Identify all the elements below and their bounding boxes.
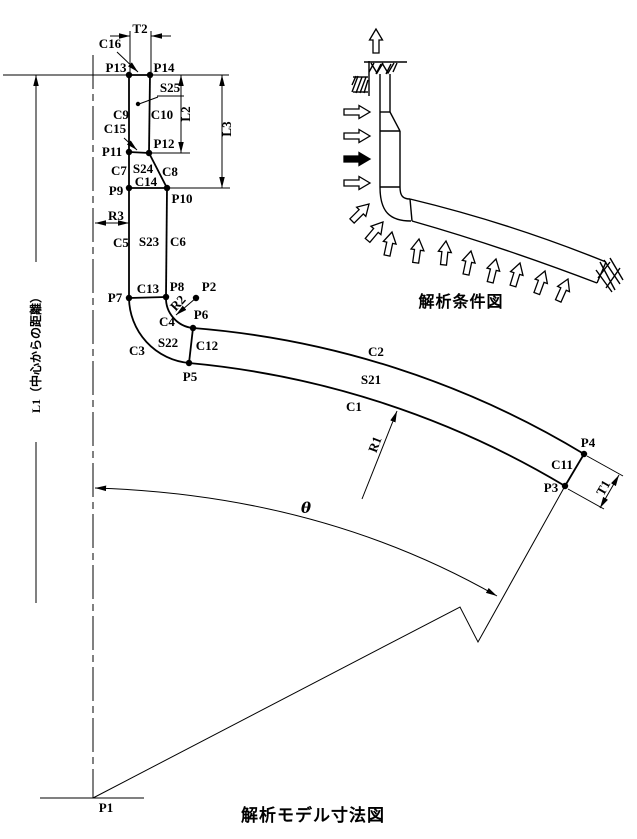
load-arrow-diag-1 bbox=[346, 198, 375, 227]
segment-label-s22: S22 bbox=[158, 335, 178, 350]
dimension-lines bbox=[3, 31, 624, 799]
run-upper-c2 bbox=[192, 327, 585, 455]
point-label-p13: P13 bbox=[106, 60, 127, 75]
point-marker-p7 bbox=[125, 294, 133, 302]
pipe-edge-c8 bbox=[148, 152, 168, 189]
pipe-cross-c15 bbox=[128, 151, 150, 154]
bend-inner-c4 bbox=[165, 296, 194, 329]
pipe-cross-c13 bbox=[128, 296, 167, 299]
pipe-cross-c12 bbox=[188, 327, 194, 364]
dim-label-t1: T1 bbox=[593, 477, 614, 498]
load-arrow-up-1 bbox=[380, 229, 400, 258]
curve-label-c5: C5 bbox=[113, 235, 129, 250]
point-label-p8: P8 bbox=[170, 279, 185, 294]
segment-label-s24: S24 bbox=[133, 161, 154, 176]
load-arrow-up-7 bbox=[530, 268, 552, 297]
point-label-p1: P1 bbox=[99, 800, 113, 815]
load-arrow-up-top bbox=[368, 28, 384, 54]
curve-label-c3: C3 bbox=[129, 343, 145, 358]
pipe-cross-c11 bbox=[564, 453, 585, 487]
dim-label-r3: R3 bbox=[108, 208, 124, 223]
curve-label-c12: C12 bbox=[196, 338, 218, 353]
run-lower-c1 bbox=[188, 362, 566, 487]
dim-label-l3: L3 bbox=[219, 121, 234, 137]
condition-diagram-caption: 解析条件図 bbox=[418, 292, 503, 311]
load-arrow-right-3 bbox=[343, 175, 371, 191]
load-arrow-right-1 bbox=[343, 104, 371, 120]
radius-line-p1-p3 bbox=[92, 485, 566, 799]
dim-label-theta: θ bbox=[301, 499, 311, 517]
point-label-p7: P7 bbox=[108, 290, 123, 305]
curve-label-c16: C16 bbox=[99, 36, 122, 51]
dim-line-r1 bbox=[361, 410, 398, 500]
top-anchor-hatch bbox=[368, 62, 398, 75]
l1-label-mask bbox=[28, 262, 45, 442]
load-arrow-right-filled bbox=[343, 151, 371, 167]
curve-label-c4: C4 bbox=[159, 314, 175, 329]
dim-label-t2: T2 bbox=[132, 21, 147, 36]
dim-line-r2 bbox=[175, 297, 197, 316]
point-label-p14: P14 bbox=[154, 60, 175, 75]
point-label-p6: P6 bbox=[194, 307, 209, 322]
curve-label-c9: C9 bbox=[113, 107, 129, 122]
leader-c16 bbox=[116, 51, 139, 73]
condition-pipe bbox=[379, 74, 607, 284]
load-arrow-up-3 bbox=[436, 239, 454, 267]
side-anchor-hatch bbox=[351, 75, 369, 94]
segment-label-s23: S23 bbox=[139, 234, 160, 249]
curve-label-c7: C7 bbox=[111, 163, 127, 178]
dim-label-l2: L2 bbox=[178, 106, 193, 121]
point-label-p4: P4 bbox=[581, 435, 596, 450]
point-label-p5: P5 bbox=[183, 369, 198, 384]
load-arrow-up-8 bbox=[551, 275, 575, 305]
end-anchor-hatch bbox=[595, 257, 624, 293]
condition-diagram: 解析条件図 bbox=[343, 28, 624, 311]
curve-label-c14: C14 bbox=[135, 174, 158, 189]
ext-t1-p3 bbox=[567, 488, 605, 510]
curve-label-c6: C6 bbox=[170, 234, 186, 249]
curve-label-c8: C8 bbox=[162, 164, 178, 179]
labels: T2 C16 P13 P14 S25 C9 C10 L2 L3 C15 P11 … bbox=[99, 21, 614, 815]
point-marker-p6 bbox=[189, 324, 197, 332]
point-marker-p11 bbox=[125, 148, 133, 156]
load-arrow-up-5 bbox=[483, 256, 503, 285]
load-arrow-right-2 bbox=[343, 128, 371, 144]
dim-label-r1: R1 bbox=[365, 434, 385, 454]
curve-label-c13: C13 bbox=[137, 281, 160, 296]
load-arrow-up-4 bbox=[459, 248, 479, 277]
point-label-p12: P12 bbox=[154, 136, 175, 151]
pipe-outline bbox=[128, 74, 585, 487]
ext-t1-p4 bbox=[586, 455, 624, 477]
segment-label-s25: S25 bbox=[160, 80, 181, 95]
curve-label-c15: C15 bbox=[104, 121, 127, 136]
model-diagram-caption: 解析モデル寸法図 bbox=[241, 805, 385, 826]
point-label-p3: P3 bbox=[544, 480, 559, 495]
load-arrow-up-2 bbox=[408, 237, 427, 265]
point-marker-p4 bbox=[580, 450, 588, 458]
curve-label-c11: C11 bbox=[551, 457, 573, 472]
load-arrow-up-6 bbox=[506, 260, 527, 289]
point-marker-p5 bbox=[185, 359, 193, 367]
segment-label-s21: S21 bbox=[361, 372, 381, 387]
point-label-p10: P10 bbox=[172, 191, 193, 206]
curve-label-c1: C1 bbox=[346, 399, 362, 414]
bend-outer-c3 bbox=[128, 297, 190, 364]
curve-label-c10: C10 bbox=[151, 107, 173, 122]
dim-label-l1: L1（中心からの距離） bbox=[28, 291, 43, 413]
point-label-p2: P2 bbox=[202, 279, 216, 294]
point-label-p11: P11 bbox=[102, 144, 122, 159]
curve-label-c2: C2 bbox=[368, 344, 384, 359]
dim-arc-theta bbox=[94, 485, 498, 597]
dim-label-r2: R2 bbox=[167, 292, 189, 314]
dim-line-t1 bbox=[599, 474, 620, 509]
leader-s25 bbox=[138, 96, 159, 105]
point-marker-p8 bbox=[162, 293, 170, 301]
pipe-edge-c10 bbox=[148, 74, 151, 154]
pipe-edge-c6 bbox=[165, 187, 168, 298]
point-marker-p9 bbox=[125, 184, 133, 192]
leader-dot-s25 bbox=[135, 101, 141, 107]
leader-c15 bbox=[123, 137, 138, 151]
point-label-p9: P9 bbox=[109, 183, 124, 198]
